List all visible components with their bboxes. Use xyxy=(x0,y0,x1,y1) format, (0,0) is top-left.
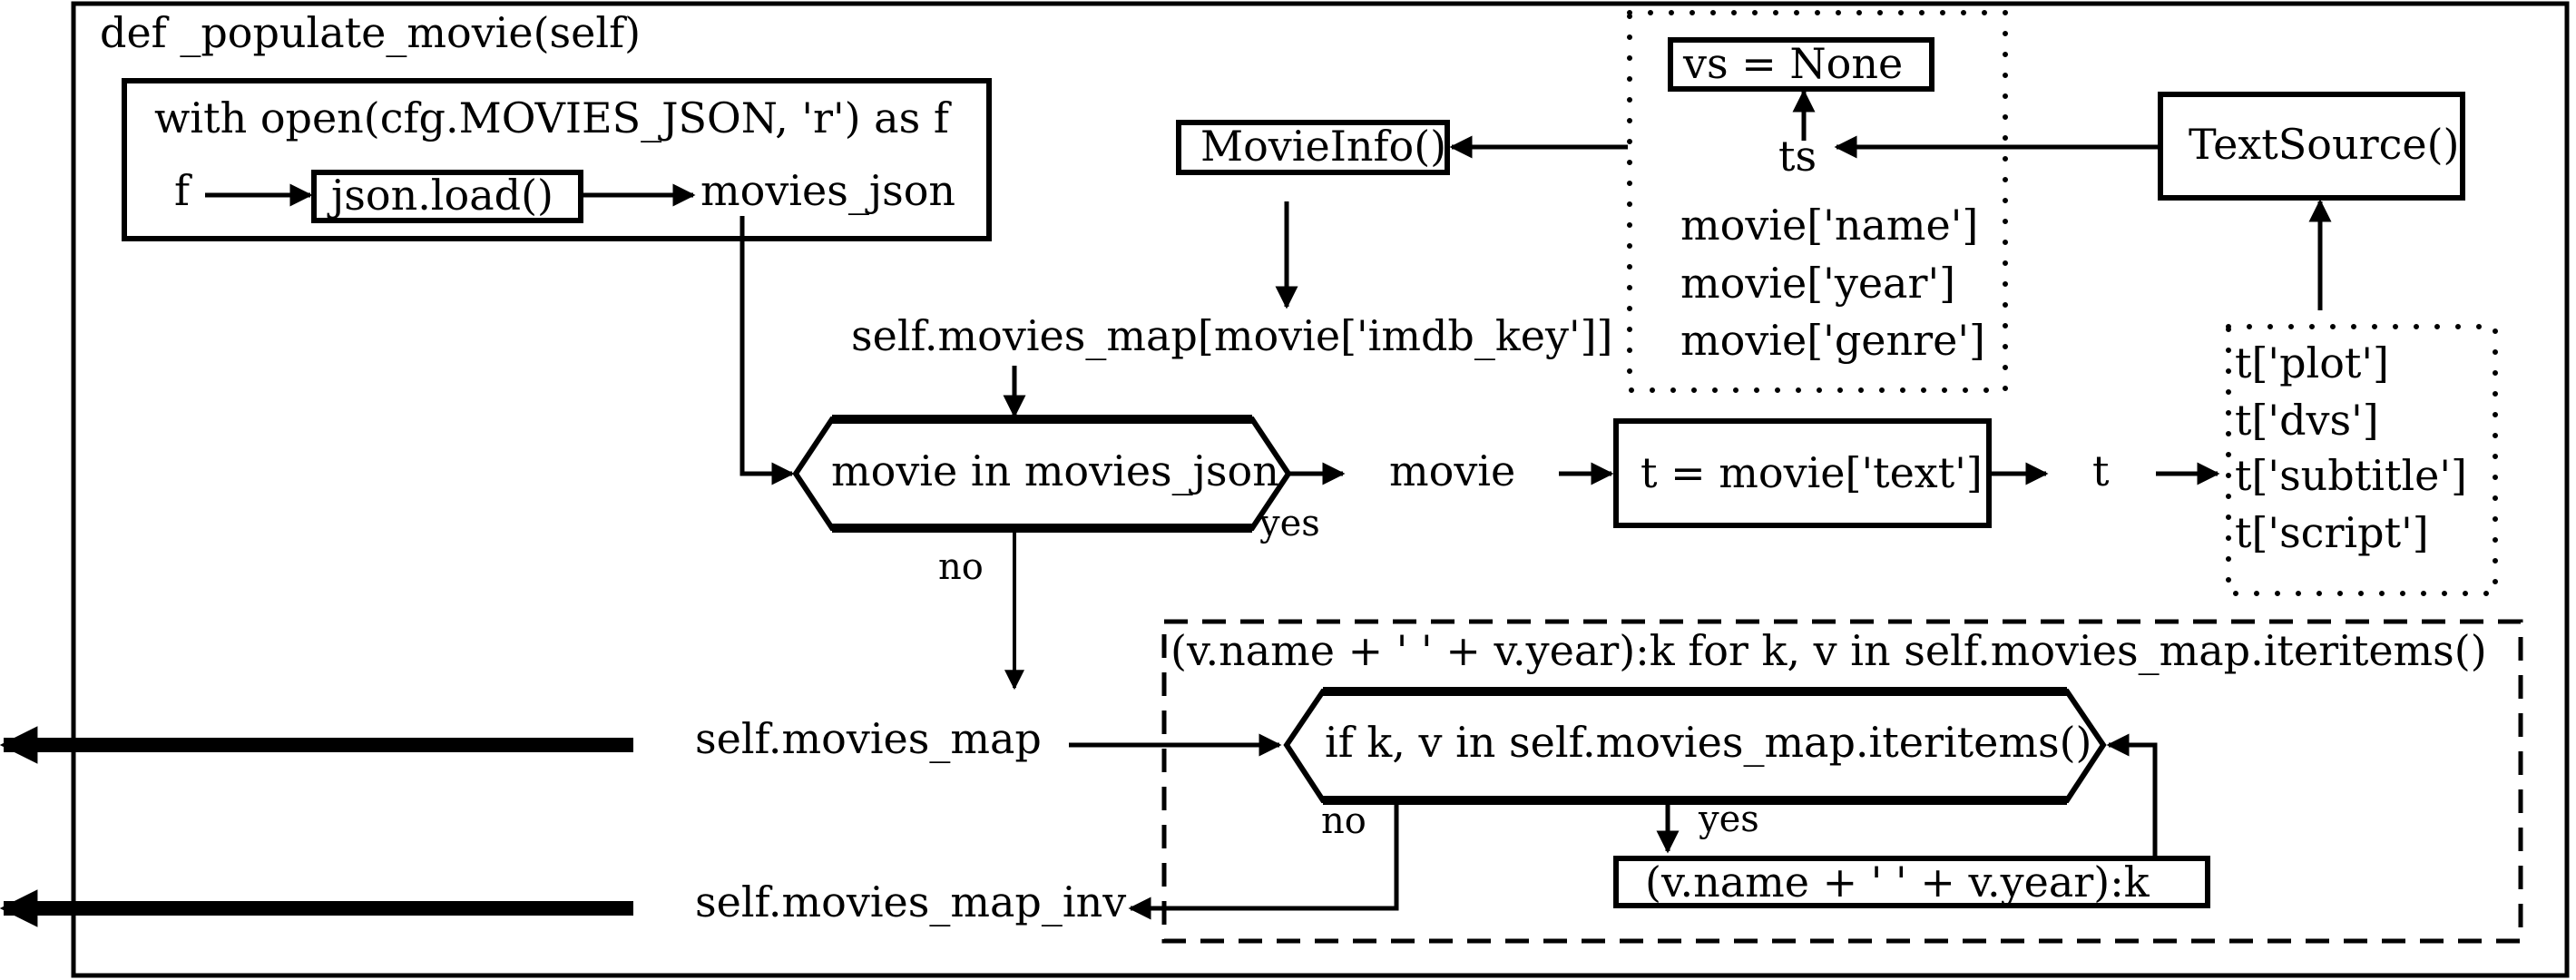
json-load-label: json.load() xyxy=(327,171,553,220)
comprehension-body-box xyxy=(1613,856,2210,908)
movies-map-output: self.movies_map xyxy=(695,714,1042,763)
function-header: def _populate_movie(self) xyxy=(100,8,641,57)
json-load-box xyxy=(311,170,583,223)
comprehension-title: (v.name + ' ' + v.year):k for k, v in se… xyxy=(1170,626,2487,675)
vs-none-label: vs = None xyxy=(1682,39,1903,88)
comprehension-no-label: no xyxy=(1321,800,1366,842)
t-var: t xyxy=(2092,446,2110,495)
movie-field-genre: movie['genre'] xyxy=(1680,316,1985,365)
movie-var: movie xyxy=(1389,446,1515,495)
movies-json-var: movies_json xyxy=(700,166,955,215)
loop-no-label: no xyxy=(938,546,984,588)
comprehension-yes-label: yes xyxy=(1698,799,1759,840)
textsource-box xyxy=(2158,92,2465,201)
comprehension-condition-label: if k, v in self.movies_map.iteritems() xyxy=(1325,718,2092,767)
arrow-body-back-to-condition xyxy=(2106,733,2158,857)
text-field-subtitle: t['subtitle'] xyxy=(2235,451,2467,500)
loop-yes-label: yes xyxy=(1259,503,1320,544)
file-handle-f: f xyxy=(174,166,192,215)
movie-fields-group xyxy=(1627,10,2008,393)
text-field-dvs: t['dvs'] xyxy=(2235,396,2379,445)
function-frame xyxy=(71,1,2570,978)
vs-none-box xyxy=(1668,37,1934,92)
with-block-header: with open(cfg.MOVIES_JSON, 'r') as f xyxy=(154,93,952,142)
ts-var: ts xyxy=(1778,132,1817,181)
movies-map-entry: self.movies_map[movie['imdb_key']] xyxy=(851,311,1613,360)
text-field-plot: t['plot'] xyxy=(2235,338,2389,387)
loop-condition-label: movie in movies_json xyxy=(831,446,1279,495)
movieinfo-label: MovieInfo() xyxy=(1200,122,1446,171)
text-fields-group xyxy=(2226,324,2498,596)
arrow-movies-json-to-loop xyxy=(739,216,795,485)
movieinfo-box xyxy=(1176,120,1450,175)
movie-field-name: movie['name'] xyxy=(1680,201,1978,250)
textsource-label: TextSource() xyxy=(2189,120,2459,169)
text-field-script: t['script'] xyxy=(2235,508,2429,557)
text-assign-box xyxy=(1613,418,1992,528)
arrow-comprehension-no-to-inv xyxy=(1128,802,1399,920)
movies-map-inv-output: self.movies_map_inv xyxy=(695,877,1126,926)
text-assign-label: t = movie['text'] xyxy=(1641,448,1983,497)
comprehension-body-label: (v.name + ' ' + v.year):k xyxy=(1645,858,2150,906)
movie-field-year: movie['year'] xyxy=(1680,259,1955,308)
